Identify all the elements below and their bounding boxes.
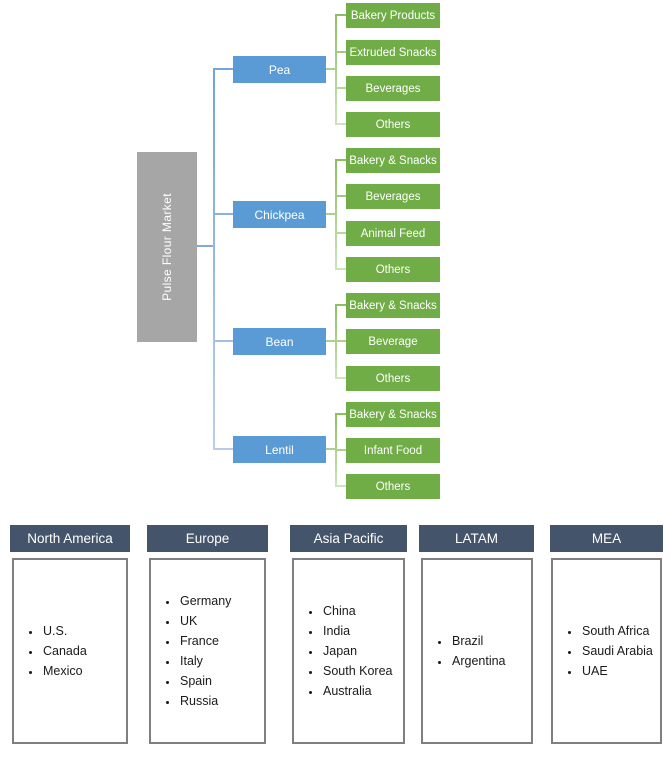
- branch-connector-line: [215, 68, 233, 70]
- leaf-stub-line: [335, 413, 346, 415]
- leaf-node: Others: [346, 366, 440, 391]
- region-panel-north-america: North America U.S. Canada Mexico: [10, 525, 130, 762]
- leaf-bracket-line: [335, 14, 337, 125]
- country-item: Japan: [321, 641, 403, 661]
- leaf-stub-line: [335, 87, 346, 89]
- country-item: Brazil: [450, 631, 531, 651]
- country-item: India: [321, 621, 403, 641]
- leaf-stub-line: [335, 340, 346, 342]
- country-item: France: [178, 631, 264, 651]
- leaf-stub-line: [335, 304, 346, 306]
- branch-node-lentil: Lentil: [233, 436, 326, 463]
- country-item: UAE: [580, 661, 660, 681]
- region-panel-europe: Europe Germany UK France Italy Spain Rus…: [147, 525, 268, 762]
- region-country-list: Brazil Argentina: [421, 558, 533, 744]
- leaf-node: Animal Feed: [346, 221, 440, 246]
- country-item: Spain: [178, 671, 264, 691]
- leaf-stub-line: [335, 449, 346, 451]
- leaf-stub-line: [335, 123, 346, 125]
- leaf-bracket-line: [335, 159, 337, 270]
- leaf-node: Others: [346, 474, 440, 499]
- region-panel-mea: MEA South Africa Saudi Arabia UAE: [550, 525, 663, 762]
- country-item: Russia: [178, 691, 264, 711]
- region-panel-asia-pacific: Asia Pacific China India Japan South Kor…: [290, 525, 407, 762]
- leaf-group-stem-line: [326, 213, 335, 215]
- leaf-node: Extruded Snacks: [346, 40, 440, 65]
- country-item: U.S.: [41, 621, 126, 641]
- leaf-node: Beverages: [346, 76, 440, 101]
- country-item: China: [321, 601, 403, 621]
- country-item: South Korea: [321, 661, 403, 681]
- branch-connector-line: [215, 340, 233, 342]
- leaf-node: Beverages: [346, 184, 440, 209]
- region-country-list: U.S. Canada Mexico: [12, 558, 128, 744]
- country-item: Mexico: [41, 661, 126, 681]
- trunk-connector-line: [213, 68, 215, 450]
- region-country-list: China India Japan South Korea Australia: [292, 558, 405, 744]
- leaf-node: Others: [346, 257, 440, 282]
- country-item: Australia: [321, 681, 403, 701]
- leaf-stub-line: [335, 14, 346, 16]
- region-country-list: South Africa Saudi Arabia UAE: [551, 558, 662, 744]
- country-item: Italy: [178, 651, 264, 671]
- leaf-stub-line: [335, 51, 346, 53]
- region-panel-latam: LATAM Brazil Argentina: [419, 525, 534, 762]
- region-header: Europe: [147, 525, 268, 552]
- country-item: Canada: [41, 641, 126, 661]
- root-connector-line: [196, 245, 213, 247]
- country-item: South Africa: [580, 621, 660, 641]
- country-item: Saudi Arabia: [580, 641, 660, 661]
- leaf-stub-line: [335, 485, 346, 487]
- leaf-group-stem-line: [326, 340, 335, 342]
- leaf-group-stem-line: [326, 448, 335, 450]
- branch-connector-line: [215, 448, 233, 450]
- leaf-node: Bakery & Snacks: [346, 148, 440, 173]
- leaf-node: Bakery & Snacks: [346, 402, 440, 427]
- leaf-node: Others: [346, 112, 440, 137]
- branch-node-bean: Bean: [233, 328, 326, 355]
- leaf-stub-line: [335, 195, 346, 197]
- branch-connector-line: [215, 213, 233, 215]
- leaf-stub-line: [335, 159, 346, 161]
- root-node: Pulse Flour Market: [137, 152, 197, 342]
- leaf-stub-line: [335, 377, 346, 379]
- leaf-node: Bakery & Snacks: [346, 293, 440, 318]
- region-header: LATAM: [419, 525, 534, 552]
- root-node-label: Pulse Flour Market: [160, 193, 174, 301]
- leaf-node: Infant Food: [346, 438, 440, 463]
- branch-node-chickpea: Chickpea: [233, 201, 326, 228]
- region-header: Asia Pacific: [290, 525, 407, 552]
- region-header: MEA: [550, 525, 663, 552]
- leaf-group-stem-line: [326, 68, 335, 70]
- leaf-stub-line: [335, 268, 346, 270]
- country-item: Germany: [178, 591, 264, 611]
- country-item: Argentina: [450, 651, 531, 671]
- leaf-node: Beverage: [346, 329, 440, 354]
- region-header: North America: [10, 525, 130, 552]
- country-item: UK: [178, 611, 264, 631]
- leaf-node: Bakery Products: [346, 3, 440, 28]
- region-country-list: Germany UK France Italy Spain Russia: [149, 558, 266, 744]
- leaf-stub-line: [335, 232, 346, 234]
- branch-node-pea: Pea: [233, 56, 326, 83]
